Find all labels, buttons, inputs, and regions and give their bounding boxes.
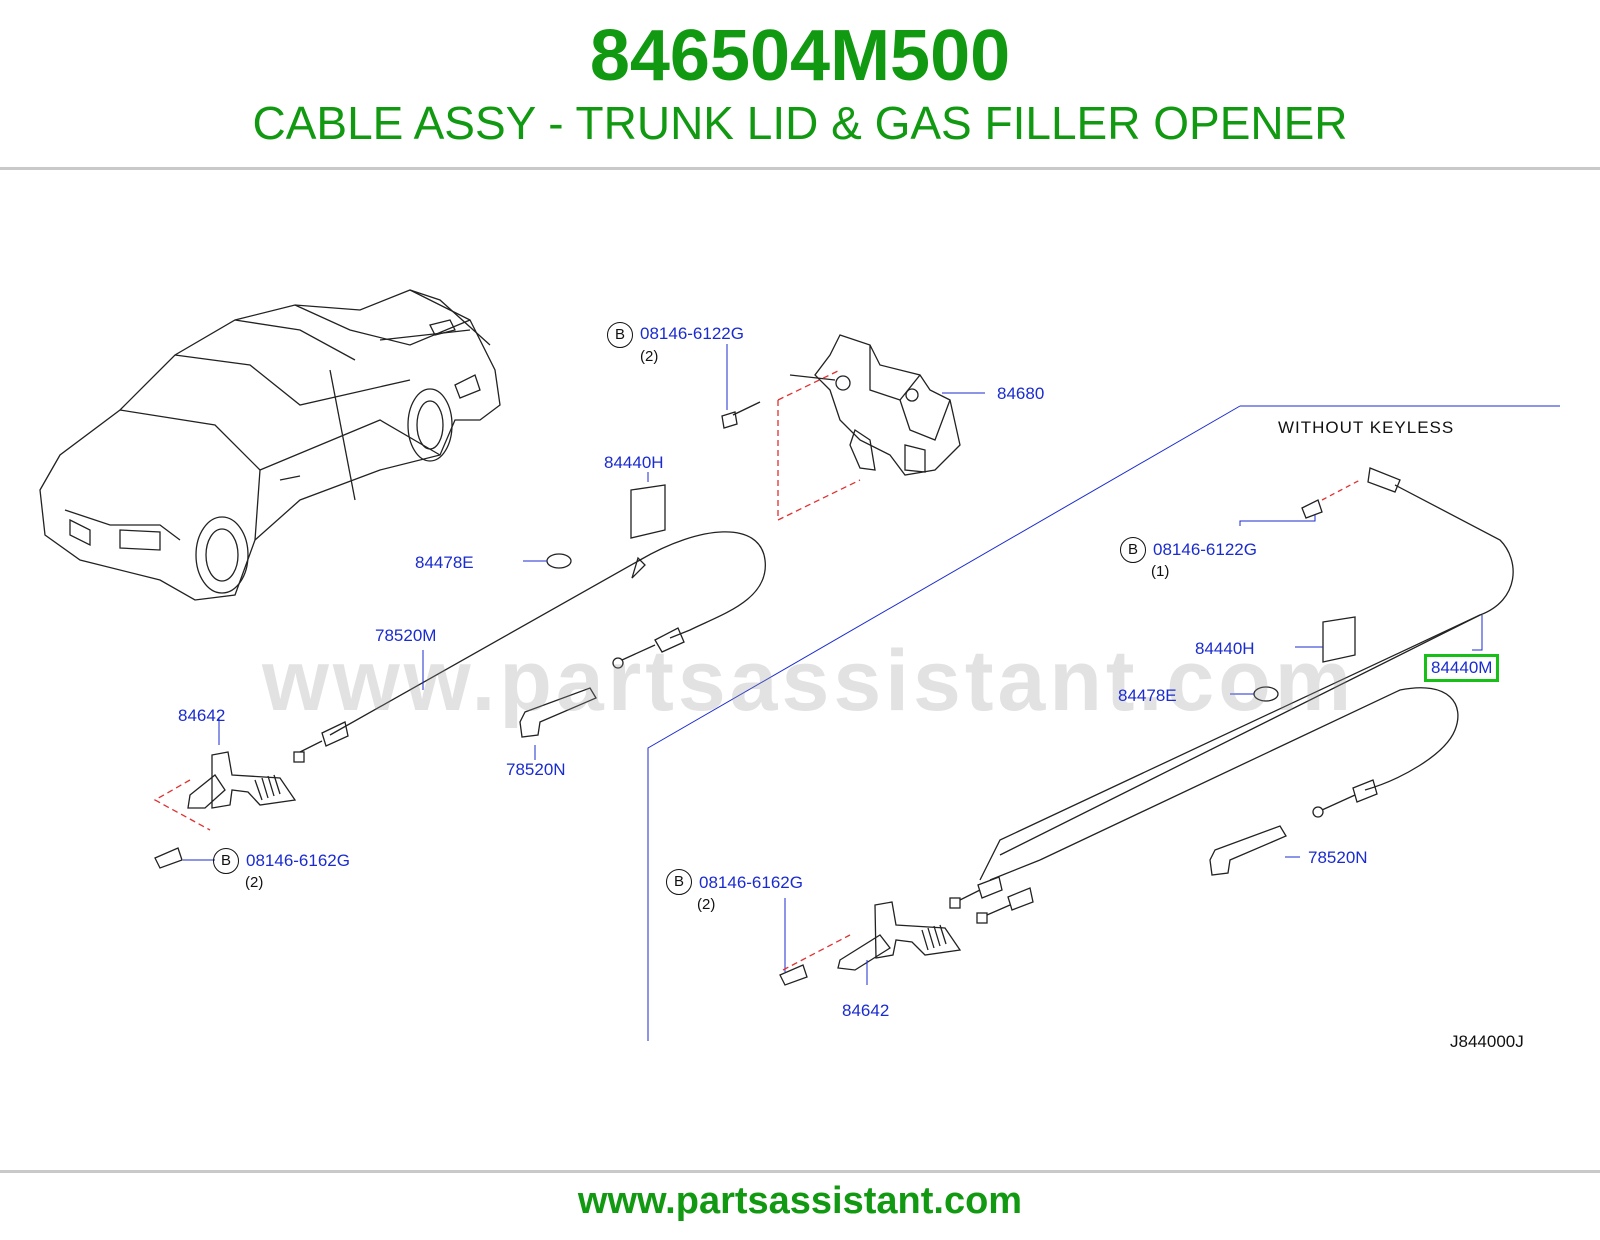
- handle-78520n-left: [519, 687, 597, 738]
- label-08146-6122g-right[interactable]: 08146-6122G: [1153, 540, 1257, 559]
- bolt-marker: B: [666, 869, 692, 895]
- watermark: www.partsassistant.com: [262, 633, 1356, 729]
- qty-08146-6122g-right: (1): [1151, 563, 1170, 580]
- qty-08146-6162g-bottom: (2): [697, 896, 716, 913]
- cable-84440m-right: [949, 467, 1514, 924]
- label-08146-6162g-bottom[interactable]: 08146-6162G: [699, 873, 803, 892]
- car-illustration: [39, 289, 501, 601]
- bolt-left: [154, 847, 183, 869]
- label-84478e-left[interactable]: 84478E: [415, 553, 474, 572]
- label-84680[interactable]: 84680: [997, 384, 1045, 403]
- header-divider: [0, 167, 1600, 170]
- label-78520n-left[interactable]: 78520N: [506, 760, 566, 779]
- bolt-right-top: [1301, 499, 1323, 519]
- label-84440m[interactable]: 84440M: [1431, 658, 1493, 677]
- lever-84642-bottom: [779, 901, 962, 986]
- sticker-84440h-left: [630, 484, 666, 539]
- label-08146-6162g-left[interactable]: 08146-6162G: [246, 851, 350, 870]
- bolt-marker: B: [1120, 537, 1146, 563]
- label-84642-left[interactable]: 84642: [178, 706, 226, 725]
- assembly-lines: [153, 369, 861, 971]
- sticker-84440h-right: [1322, 616, 1356, 663]
- part-number-title: 846504M500: [589, 16, 1011, 96]
- label-78520m[interactable]: 78520M: [375, 626, 437, 645]
- bolt-top: [721, 411, 738, 429]
- drawing-code: J844000J: [1450, 1032, 1524, 1051]
- footer-url-link[interactable]: www.partsassistant.com: [577, 1180, 1023, 1222]
- qty-08146-6122g-top: (2): [640, 348, 659, 365]
- bolt-marker: B: [213, 848, 239, 874]
- note-without-keyless: WITHOUT KEYLESS: [1278, 418, 1455, 437]
- part-description: CABLE ASSY - TRUNK LID & GAS FILLER OPEN…: [252, 97, 1348, 149]
- lever-84642-left: [154, 751, 297, 869]
- trunk-lock-84680: [789, 334, 961, 476]
- label-84642-bottom[interactable]: 84642: [842, 1001, 890, 1020]
- label-78520n-right[interactable]: 78520N: [1308, 848, 1368, 867]
- bolt-bottom: [779, 964, 808, 986]
- plug-84478e-left: [546, 553, 572, 569]
- footer-divider: [0, 1170, 1600, 1173]
- label-84478e-right[interactable]: 84478E: [1118, 686, 1177, 705]
- bolt-marker: B: [607, 322, 633, 348]
- label-84440h-right[interactable]: 84440H: [1195, 639, 1255, 658]
- label-84440h-left[interactable]: 84440H: [604, 453, 664, 472]
- cable-78520m-left: [293, 531, 766, 763]
- handle-78520n-right: [1209, 825, 1287, 876]
- qty-08146-6162g-left: (2): [245, 874, 264, 891]
- label-08146-6122g-top[interactable]: 08146-6122G: [640, 324, 744, 343]
- leader-lines: [183, 344, 1560, 1041]
- highlight-box-84440m[interactable]: 84440M: [1424, 654, 1500, 682]
